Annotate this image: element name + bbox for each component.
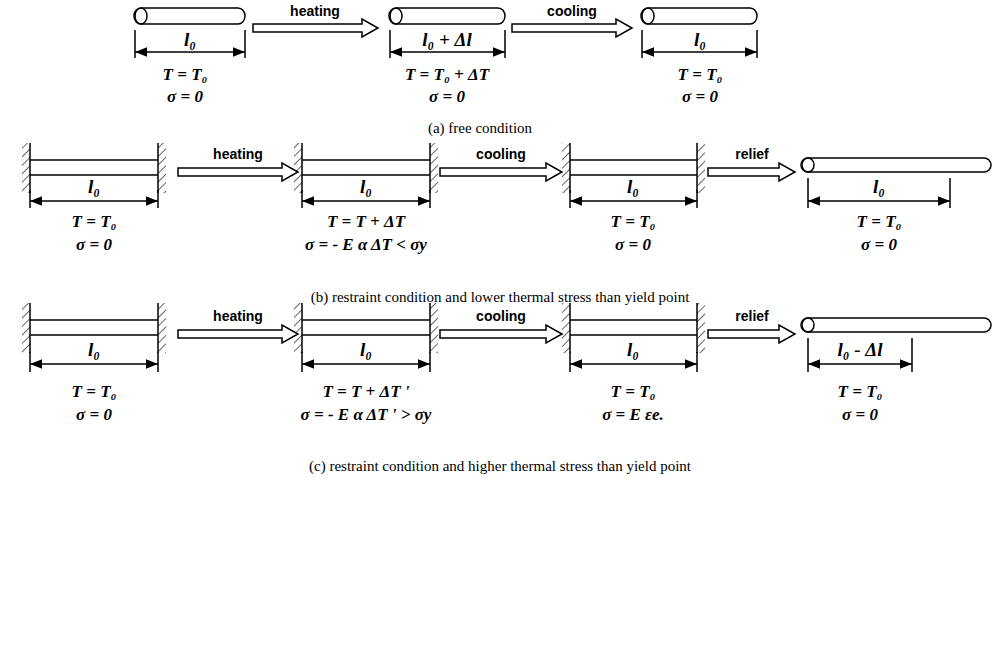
dimension-label: l₀ — [86, 177, 102, 198]
state-equation: σ = 0 — [167, 88, 203, 107]
state-equation: σ = - E α ΔT < σy — [305, 236, 427, 255]
dimension-label: l₀ — [625, 177, 641, 198]
dimension-label: l₀ — [625, 340, 641, 361]
free-bar — [134, 8, 245, 24]
state-equation: σ = 0 — [842, 406, 878, 425]
process-arrow — [512, 19, 632, 37]
figure-caption: (a) free condition — [428, 120, 532, 137]
state-equation: T = T + ΔT — [327, 213, 405, 232]
state-equation: σ = 0 — [429, 88, 465, 107]
state-equation: T = T₀ — [857, 213, 902, 232]
dimension-label: l₀ - Δl — [836, 340, 885, 361]
dimension-label: l₀ — [86, 340, 102, 361]
free-bar — [641, 8, 757, 24]
state-equation: T = T₀ — [611, 213, 656, 232]
state-equation: T = T + ΔT ' — [322, 383, 409, 402]
dimension-label: l₀ + Δl — [420, 30, 473, 51]
process-arrow — [708, 325, 795, 343]
dimension-line — [30, 178, 950, 208]
state-equation: T = T₀ — [163, 66, 208, 85]
state-equation: T = T₀ — [72, 383, 117, 402]
process-label: heating — [213, 309, 263, 324]
figure-caption: (c) restraint condition and higher therm… — [309, 458, 691, 475]
process-label: relief — [735, 147, 768, 162]
dimension-line — [642, 30, 757, 58]
state-equation: T = T₀ + ΔT — [405, 66, 489, 85]
dimension-label: l₀ — [358, 340, 374, 361]
state-equation: σ = 0 — [76, 406, 112, 425]
process-arrow — [178, 163, 298, 181]
dimension-label: l₀ — [182, 30, 198, 51]
dimension-label: l₀ — [358, 177, 374, 198]
process-arrow — [253, 19, 378, 37]
state-equation: T = T₀ — [611, 383, 656, 402]
state-equation: σ = 0 — [682, 88, 718, 107]
state-equation: σ = - E α ΔT ' > σy — [301, 406, 432, 425]
dimension-label: l₀ — [871, 177, 887, 198]
dimension-label: l₀ — [692, 30, 708, 51]
state-equation: σ = 0 — [615, 236, 651, 255]
free-bar — [389, 8, 505, 24]
process-arrow — [440, 325, 562, 343]
process-label: heating — [290, 4, 340, 19]
process-arrow — [178, 325, 298, 343]
free-bar — [801, 158, 991, 172]
process-label: cooling — [547, 4, 597, 19]
dimension-line — [135, 30, 245, 58]
state-equation: σ = 0 — [861, 236, 897, 255]
process-label: cooling — [476, 147, 526, 162]
dimension-line — [390, 30, 505, 58]
process-label: cooling — [476, 309, 526, 324]
figure-caption: (b) restraint condition and lower therma… — [311, 289, 690, 306]
process-label: relief — [735, 309, 768, 324]
process-arrow — [708, 163, 795, 181]
process-label: heating — [213, 147, 263, 162]
process-arrow — [440, 163, 562, 181]
state-equation: T = T₀ — [838, 383, 883, 402]
free-bar — [801, 318, 991, 332]
state-equation: σ = E εe. — [602, 406, 664, 425]
state-equation: T = T₀ — [72, 213, 117, 232]
state-equation: σ = 0 — [76, 236, 112, 255]
state-equation: T = T₀ — [678, 66, 723, 85]
